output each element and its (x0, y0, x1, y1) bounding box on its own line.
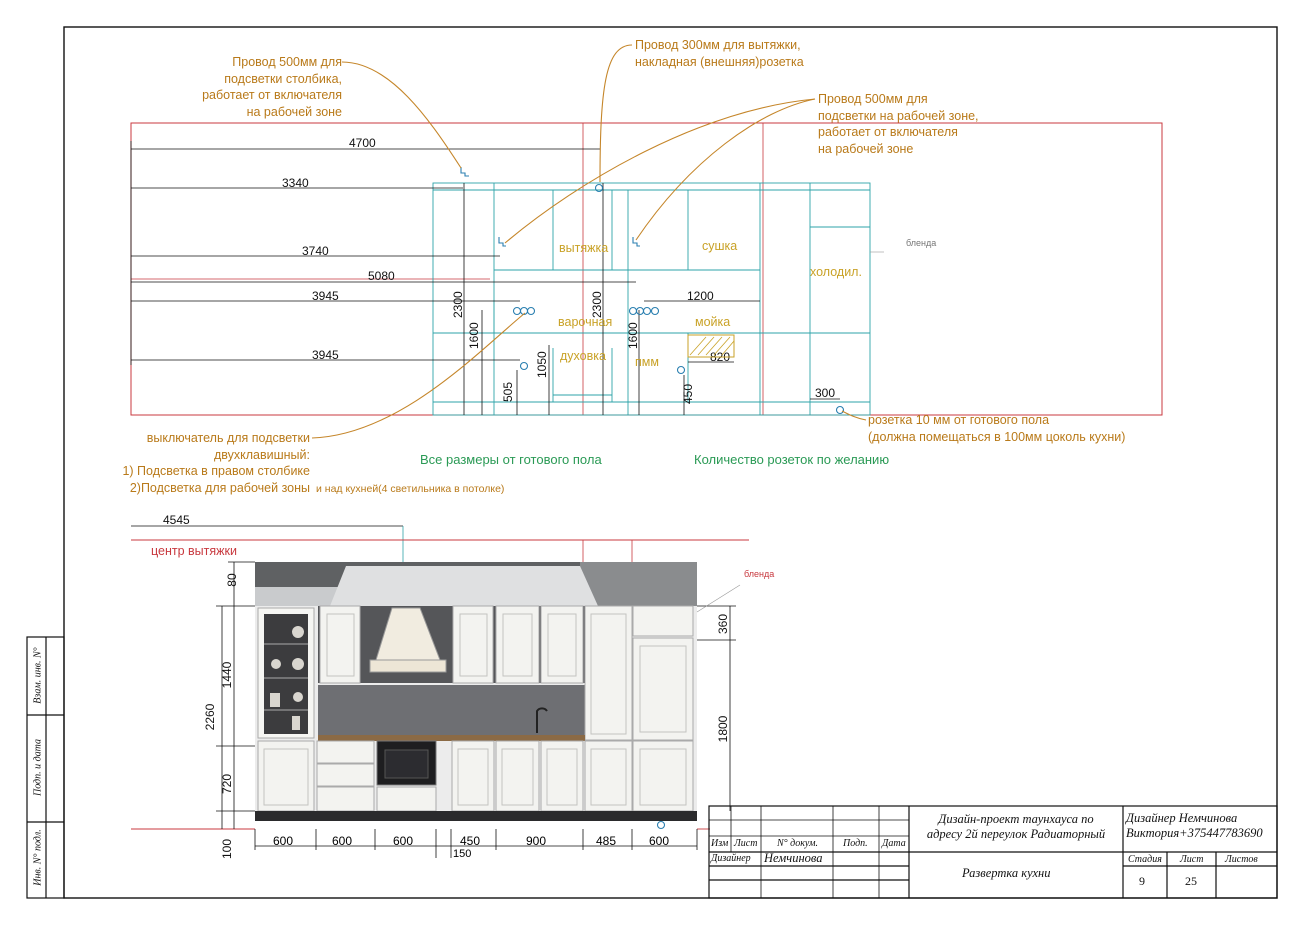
svg-text:1200: 1200 (687, 289, 714, 303)
dim-1440: 1440 (220, 661, 234, 689)
bottom-dim: 450 (460, 834, 481, 848)
designer-line: Виктория+375447783690 (1126, 826, 1263, 840)
bottom-dim: 600 (332, 834, 353, 848)
svg-text:3340: 3340 (282, 176, 309, 190)
svg-text:300: 300 (815, 386, 835, 400)
sheets-label: Листов (1225, 854, 1258, 865)
svg-text:505: 505 (501, 382, 515, 402)
stamp-inventory: Инв. N° подл. (32, 829, 44, 886)
sockets-note: Количество розеток по желанию (694, 452, 890, 467)
bottom-dim: 485 (596, 834, 617, 848)
svg-text:вытяжка: вытяжка (559, 241, 608, 255)
sheet-label: Лист (1180, 854, 1204, 865)
blenda-label: бленда (744, 569, 775, 579)
designer-info: Дизайнер Немчинова Виктория+375447783690 (1126, 811, 1263, 841)
note-line: на рабочей зоне (246, 104, 342, 119)
dim-360: 360 (716, 613, 730, 635)
svg-text:2300: 2300 (590, 291, 604, 318)
svg-text:1600: 1600 (467, 322, 481, 349)
bottom-dim: 600 (649, 834, 670, 848)
svg-text:духовка: духовка (560, 349, 606, 363)
header-list: Лист (734, 838, 758, 849)
project-line: Дизайн-проект таунхауса по (938, 812, 1094, 826)
note-line: Провод 500мм для (818, 92, 928, 106)
stage-value: 9 (1139, 874, 1145, 888)
sheet-value: 25 (1185, 874, 1197, 888)
svg-text:4700: 4700 (349, 136, 376, 150)
note-line: подсветки на рабочей зоне, (818, 108, 979, 123)
svg-text:1050: 1050 (535, 351, 549, 378)
svg-text:2300: 2300 (451, 291, 465, 318)
wire-column-note: Провод 500мм для подсветки столбика, раб… (170, 54, 342, 120)
svg-text:пмм: пмм (635, 355, 659, 369)
svg-text:3945: 3945 (312, 289, 339, 303)
designer-line: Дизайнер Немчинова (1126, 811, 1238, 825)
note-line: Провод 500мм для (232, 55, 342, 69)
gap-dim: 150 (453, 848, 472, 860)
svg-text:сушка: сушка (702, 239, 737, 253)
svg-text:бленда: бленда (906, 238, 936, 248)
render-top-dim: 4545 (163, 513, 190, 527)
sheet-title: Развертка кухни (962, 866, 1051, 880)
bottom-dim: 600 (273, 834, 294, 848)
svg-text:5080: 5080 (368, 269, 395, 283)
svg-text:холодил.: холодил. (810, 265, 862, 279)
note-line: подсветки столбика, (224, 71, 342, 86)
bottom-dim: 900 (526, 834, 547, 848)
header-date: Дата (882, 838, 906, 849)
note-line: двухклавишный: (213, 447, 310, 462)
note-line: накладная (внешняя)розетка (635, 54, 804, 69)
svg-text:3740: 3740 (302, 244, 329, 258)
dim-1800: 1800 (716, 715, 730, 743)
floor-note: Все размеры от готового пола (420, 452, 602, 467)
svg-text:450: 450 (681, 384, 695, 404)
project-line: адресу 2й переулок Радиаторный (926, 827, 1106, 841)
stamp-sign-date: Подп. и дата (32, 738, 44, 797)
switch-note: выключатель для подсветки двухклавишный:… (98, 430, 310, 496)
dim-720: 720 (220, 773, 234, 795)
note-line: розетка 10 мм от готового пола (868, 413, 1050, 427)
note-line: на рабочей зоне (818, 141, 914, 156)
header-doc: N° докум. (777, 838, 818, 849)
note-line: работает от включателя (202, 88, 342, 102)
wire-work-note: Провод 500мм для подсветки на рабочей зо… (818, 91, 979, 157)
switch-note-tail: и над кухней(4 светильника в потолке) (316, 483, 505, 495)
svg-text:мойка: мойка (695, 315, 730, 329)
header-izm: Изм (711, 838, 729, 849)
dim-100: 100 (220, 838, 234, 860)
note-line: Провод 300мм для вытяжки, (635, 38, 801, 52)
designer-name: Немчинова (764, 851, 823, 865)
wire-hood-note: Провод 300мм для вытяжки, накладная (вне… (635, 37, 804, 70)
svg-text:3945: 3945 (312, 348, 339, 362)
dim-80: 80 (225, 573, 239, 587)
svg-text:варочная: варочная (558, 315, 612, 329)
bottom-dim: 600 (393, 834, 414, 848)
role-label: Дизайнер (711, 853, 751, 864)
note-line: работает от включателя (818, 125, 958, 139)
kitchen-render (255, 562, 697, 821)
stage-label: Стадия (1128, 854, 1162, 865)
note-line: выключатель для подсветки (146, 431, 310, 445)
socket-note: розетка 10 мм от готового пола (должна п… (868, 412, 1125, 445)
stamp-replace: Взам. инв. N° (32, 647, 44, 704)
hood-center-label: центр вытяжки (151, 544, 237, 558)
note-line: (должна помещаться в 100мм цоколь кухни) (868, 429, 1126, 444)
header-sign: Подп. (843, 838, 868, 849)
dim-2260: 2260 (203, 703, 217, 731)
svg-text:1600: 1600 (626, 322, 640, 349)
project-title: Дизайн-проект таунхауса по адресу 2й пер… (912, 812, 1120, 842)
note-line: 1) Подсветка в правом столбике (122, 464, 310, 478)
note-line: 2)Подсветка для рабочей зоны (129, 480, 310, 495)
